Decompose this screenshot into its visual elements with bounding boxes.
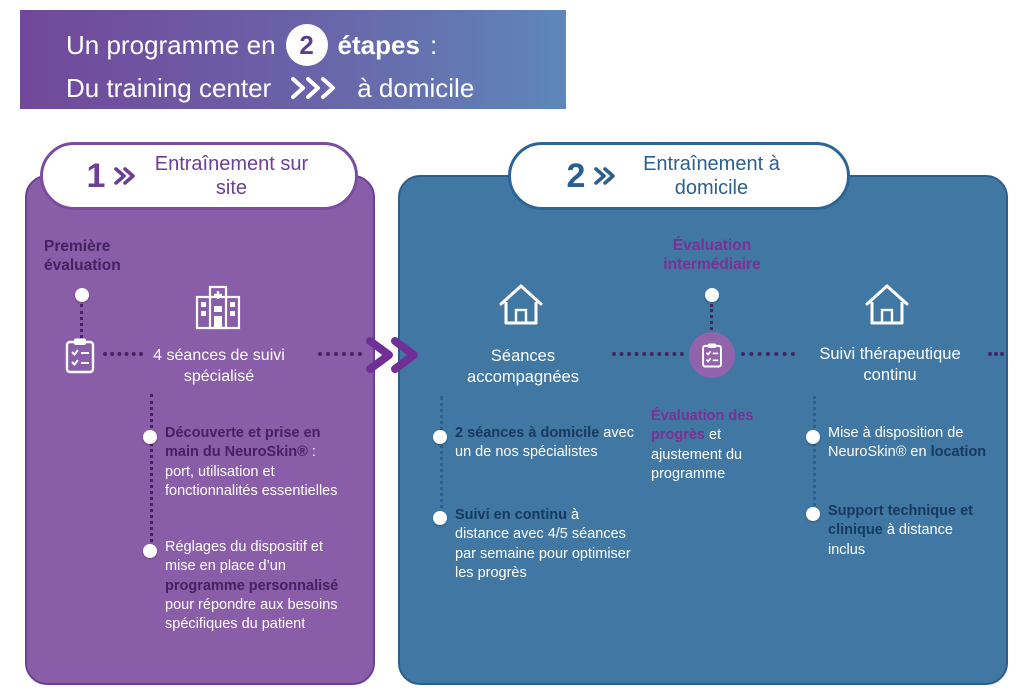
onsite-bullet-1-sep: :	[307, 444, 316, 461]
onsite-bullet-1-rest: port, utilisation et fonctionnalités ess…	[165, 463, 338, 499]
dotted-connector-vertical	[710, 304, 713, 330]
step2-pill: 2 Entraînement à domicile	[508, 142, 850, 210]
dotted-connector-horizontal	[318, 352, 362, 356]
header-line1-colon: :	[429, 29, 438, 60]
step1-number: 1	[86, 156, 106, 195]
dotted-connector-vertical	[813, 396, 816, 518]
step2-title: Entraînement à domicile	[643, 153, 780, 199]
evaluation-progress-bold: Évaluation des progrès	[651, 408, 754, 444]
dotted-connector-vertical	[150, 394, 153, 554]
hospital-icon	[195, 285, 241, 330]
dotted-connector-horizontal	[741, 352, 795, 356]
onsite-bullet-2-bold: programme personnalisé	[165, 577, 339, 594]
clipboard-icon	[702, 342, 722, 367]
panel-home-training	[398, 175, 1008, 685]
sessions-label: 4 séances de suivi spécialisé	[153, 347, 285, 385]
step-count-badge: 2	[285, 24, 328, 66]
step1-title: Entraînement sur site	[154, 153, 309, 199]
followup-bullet-2-bold: Support technique et clinique	[828, 503, 973, 539]
step1-chevron-icon	[114, 167, 136, 185]
followup-bullet-1-pre: Mise à disposition de NeuroSkin® en	[828, 425, 964, 461]
timeline-node	[75, 288, 89, 302]
followup-bullet-2-rest: à distance inclus	[828, 522, 953, 558]
evaluation-progress-rest: et ajustement du programme	[651, 427, 743, 482]
dotted-connector-vertical	[80, 304, 83, 338]
dotted-connector-horizontal	[612, 352, 684, 356]
step2-chevron-icon	[594, 167, 616, 185]
first-evaluation-label: Première évaluation	[44, 238, 121, 275]
header-banner: Un programme en 2 étapes : Du training c…	[20, 10, 566, 109]
evaluation-badge	[689, 332, 735, 378]
clipboard-icon	[65, 338, 95, 374]
header-line2-post: à domicile	[357, 72, 475, 103]
home-bullet-2-bold: Suivi en continu	[455, 507, 567, 523]
followup-bullet-1: Mise à disposition de NeuroSkin® en loca…	[828, 424, 988, 463]
home-bullet-2: Suivi en continu à distance avec 4/5 séa…	[455, 506, 637, 583]
bullet-node	[143, 544, 157, 558]
onsite-bullet-1: Découverte et prise en main du NeuroSkin…	[165, 424, 343, 501]
home-bullet-1-rest: avec un de nos spécialistes	[455, 425, 634, 461]
home-bullet-1-bold: 2 séances à domicile	[455, 425, 600, 441]
timeline-node	[705, 288, 719, 302]
dotted-connector-vertical	[440, 396, 443, 522]
continuous-followup-label: Suivi thérapeutique continu	[819, 345, 961, 385]
bullet-node	[806, 507, 820, 521]
step-transition-arrow-icon	[366, 337, 418, 373]
onsite-bullet-2: Réglages du dispositif et mise en place …	[165, 538, 349, 634]
home-bullet-2-rest: à distance avec 4/5 séances par semaine …	[455, 507, 631, 581]
followup-bullet-1-bold: location	[930, 444, 987, 461]
header-line2-pre: Du training center	[66, 72, 272, 103]
intermediate-evaluation-label: Évaluation intermédiaire	[663, 237, 761, 274]
header-line-1: Un programme en 2 étapes :	[66, 23, 566, 67]
onsite-bullet-2-pre: Réglages du dispositif et mise en place …	[165, 539, 323, 575]
bullet-node	[433, 511, 447, 525]
evaluation-progress-text: Évaluation des progrès et ajustement du …	[651, 407, 779, 484]
dotted-connector-horizontal	[988, 352, 1004, 356]
step1-pill: 1 Entraînement sur site	[40, 142, 358, 210]
step2-number: 2	[566, 156, 586, 195]
home-bullet-1: 2 séances à domicile avec un de nos spéc…	[455, 424, 635, 463]
header-line1-bold: étapes	[337, 29, 420, 60]
panel-onsite-training	[25, 175, 375, 685]
bullet-node	[433, 430, 447, 444]
onsite-bullet-1-bold: Découverte et prise en main du NeuroSkin…	[165, 425, 321, 461]
header-line1-pre: Un programme en	[66, 29, 276, 60]
dotted-connector-horizontal	[103, 352, 143, 356]
triple-chevron-icon	[291, 77, 336, 99]
header-line-2: Du training center à domicile	[66, 68, 566, 108]
home-icon	[865, 284, 909, 325]
accompanied-sessions-label: Séances accompagnées	[467, 347, 579, 387]
bullet-node	[806, 430, 820, 444]
followup-bullet-2: Support technique et clinique à distance…	[828, 502, 982, 560]
bullet-node	[143, 430, 157, 444]
home-icon	[499, 284, 543, 325]
onsite-bullet-2-rest: pour répondre aux besoins spécifiques du…	[165, 596, 338, 633]
